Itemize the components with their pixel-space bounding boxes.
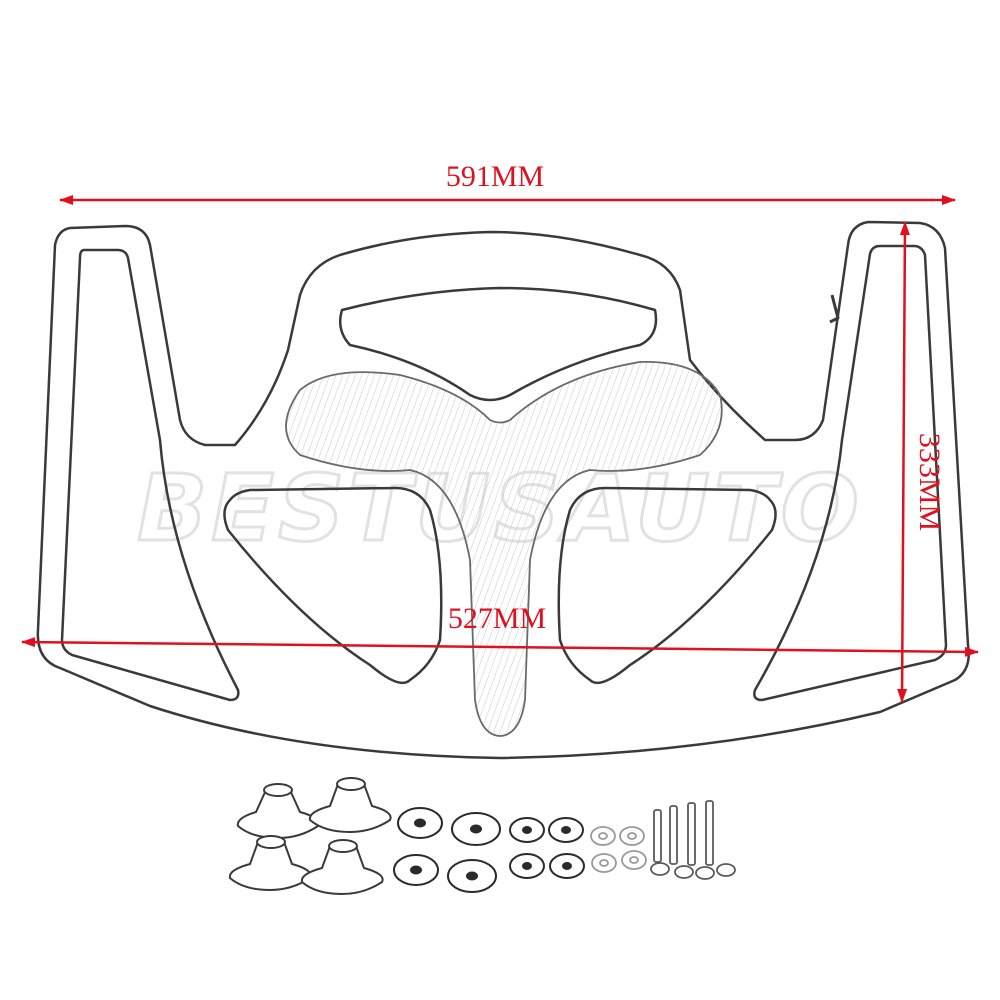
rack-mount-tab — [829, 294, 840, 324]
bolt — [669, 805, 694, 879]
spacer-3 — [228, 835, 312, 892]
dimension-label-height: 333MM — [913, 433, 946, 531]
flat-washer — [621, 850, 647, 870]
luggage-rack — [36, 220, 970, 760]
dimension-label-top-width: 591MM — [446, 160, 544, 193]
dimension-line-inner-width — [21, 637, 979, 657]
rubber-washer — [451, 812, 501, 846]
spacer-4 — [300, 839, 384, 896]
hardware-flat-washers — [590, 826, 647, 873]
rubber-washer — [549, 853, 585, 879]
hardware-rubber-washers — [393, 807, 585, 893]
rack-left-slot — [60, 248, 240, 702]
flat-washer — [619, 826, 645, 846]
rack-center-plate — [285, 361, 723, 737]
flat-washer — [590, 826, 616, 846]
rubber-washer — [447, 859, 497, 893]
rack-top-window — [339, 286, 658, 402]
bolt — [687, 802, 715, 880]
spacer-1 — [236, 783, 320, 840]
dimension-line-height — [897, 221, 910, 703]
rack-left-window — [223, 486, 443, 685]
hardware-spacers — [228, 777, 392, 896]
rubber-washer — [548, 817, 584, 843]
rack-right-slot — [753, 244, 948, 702]
rubber-washer — [509, 853, 545, 879]
rack-right-window — [557, 486, 777, 685]
rack-outer-frame — [36, 220, 970, 760]
rubber-washer — [509, 817, 545, 843]
bolt — [650, 809, 670, 876]
rubber-washer — [393, 854, 439, 886]
spacer-2 — [308, 777, 392, 834]
bolt — [705, 800, 736, 877]
hardware-bolts — [650, 800, 736, 880]
dimension-label-inner-width: 527MM — [448, 602, 546, 635]
rubber-washer — [397, 807, 443, 839]
dimension-lines — [21, 195, 979, 703]
flat-washer — [591, 853, 617, 873]
